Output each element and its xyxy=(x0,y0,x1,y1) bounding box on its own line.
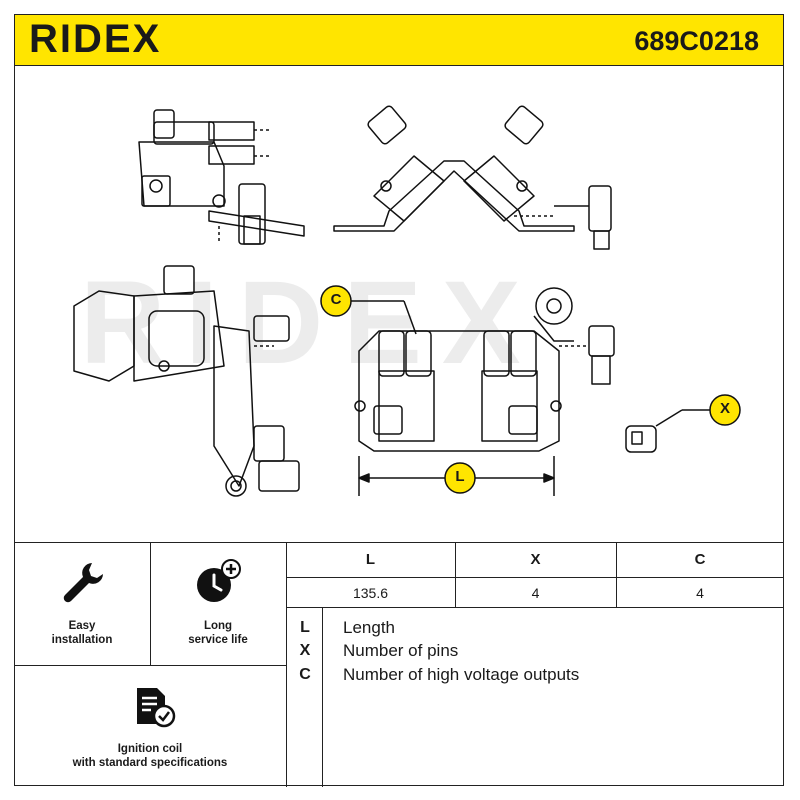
feature-long-service-life: Long service life xyxy=(150,543,286,665)
ignition-coil-drawing xyxy=(73,105,741,497)
divider xyxy=(286,543,287,787)
legend-key-c: C xyxy=(299,666,311,683)
divider xyxy=(322,607,323,787)
spec-header-l: L xyxy=(365,551,376,568)
divider xyxy=(150,543,151,665)
part-number: 689C0218 xyxy=(634,26,759,56)
spec-section: Easy installation Long service life xyxy=(14,542,784,787)
brand-logo: RIDEX xyxy=(29,17,162,61)
callout-markers xyxy=(320,285,741,494)
spec-value-l: 135.6 xyxy=(352,585,389,601)
header-bar: RIDEX 689C0218 xyxy=(14,14,784,66)
feature-label-line1: Ignition coil xyxy=(117,743,183,755)
document-check-icon xyxy=(137,688,176,728)
spec-value-x: 4 xyxy=(531,585,540,601)
feature-label-line1: Easy xyxy=(68,620,96,632)
coil-perspective-view xyxy=(73,265,300,497)
spec-header-x: X xyxy=(530,551,541,568)
sheet-frame xyxy=(14,66,784,786)
feature-label-line2: service life xyxy=(188,634,248,646)
spec-value-c: 4 xyxy=(696,585,704,601)
coil-top-view xyxy=(333,105,612,250)
legend-key-x: X xyxy=(299,642,311,659)
divider xyxy=(455,543,456,607)
feature-label-line1: Long xyxy=(203,620,233,632)
divider xyxy=(286,577,784,578)
legend-text-length: Length xyxy=(343,618,395,637)
coil-front-view xyxy=(349,287,615,496)
feature-easy-installation: Easy installation xyxy=(14,543,150,665)
wrench-icon xyxy=(63,563,103,603)
divider xyxy=(286,607,784,608)
legend-text-outputs: Number of high voltage outputs xyxy=(343,665,580,684)
brand-watermark: RIDEX xyxy=(80,257,541,389)
feature-label-line2: with standard specifications xyxy=(72,757,228,769)
clock-plus-icon xyxy=(197,559,241,602)
callout-x-label: X xyxy=(719,400,730,417)
technical-drawing-area: RIDEX xyxy=(14,66,784,542)
connector-x-view xyxy=(625,409,714,453)
legend-key-l: L xyxy=(300,619,310,636)
divider xyxy=(616,543,617,607)
spec-header-c: C xyxy=(694,551,706,568)
coil-side-view xyxy=(138,109,305,245)
divider xyxy=(14,665,286,666)
feature-label-line2: installation xyxy=(51,634,113,646)
legend-text-pins: Number of pins xyxy=(343,641,459,660)
callout-c-label: C xyxy=(330,291,342,308)
callout-l-label: L xyxy=(455,468,465,485)
feature-standard-specifications: Ignition coil with standard specificatio… xyxy=(14,666,286,787)
